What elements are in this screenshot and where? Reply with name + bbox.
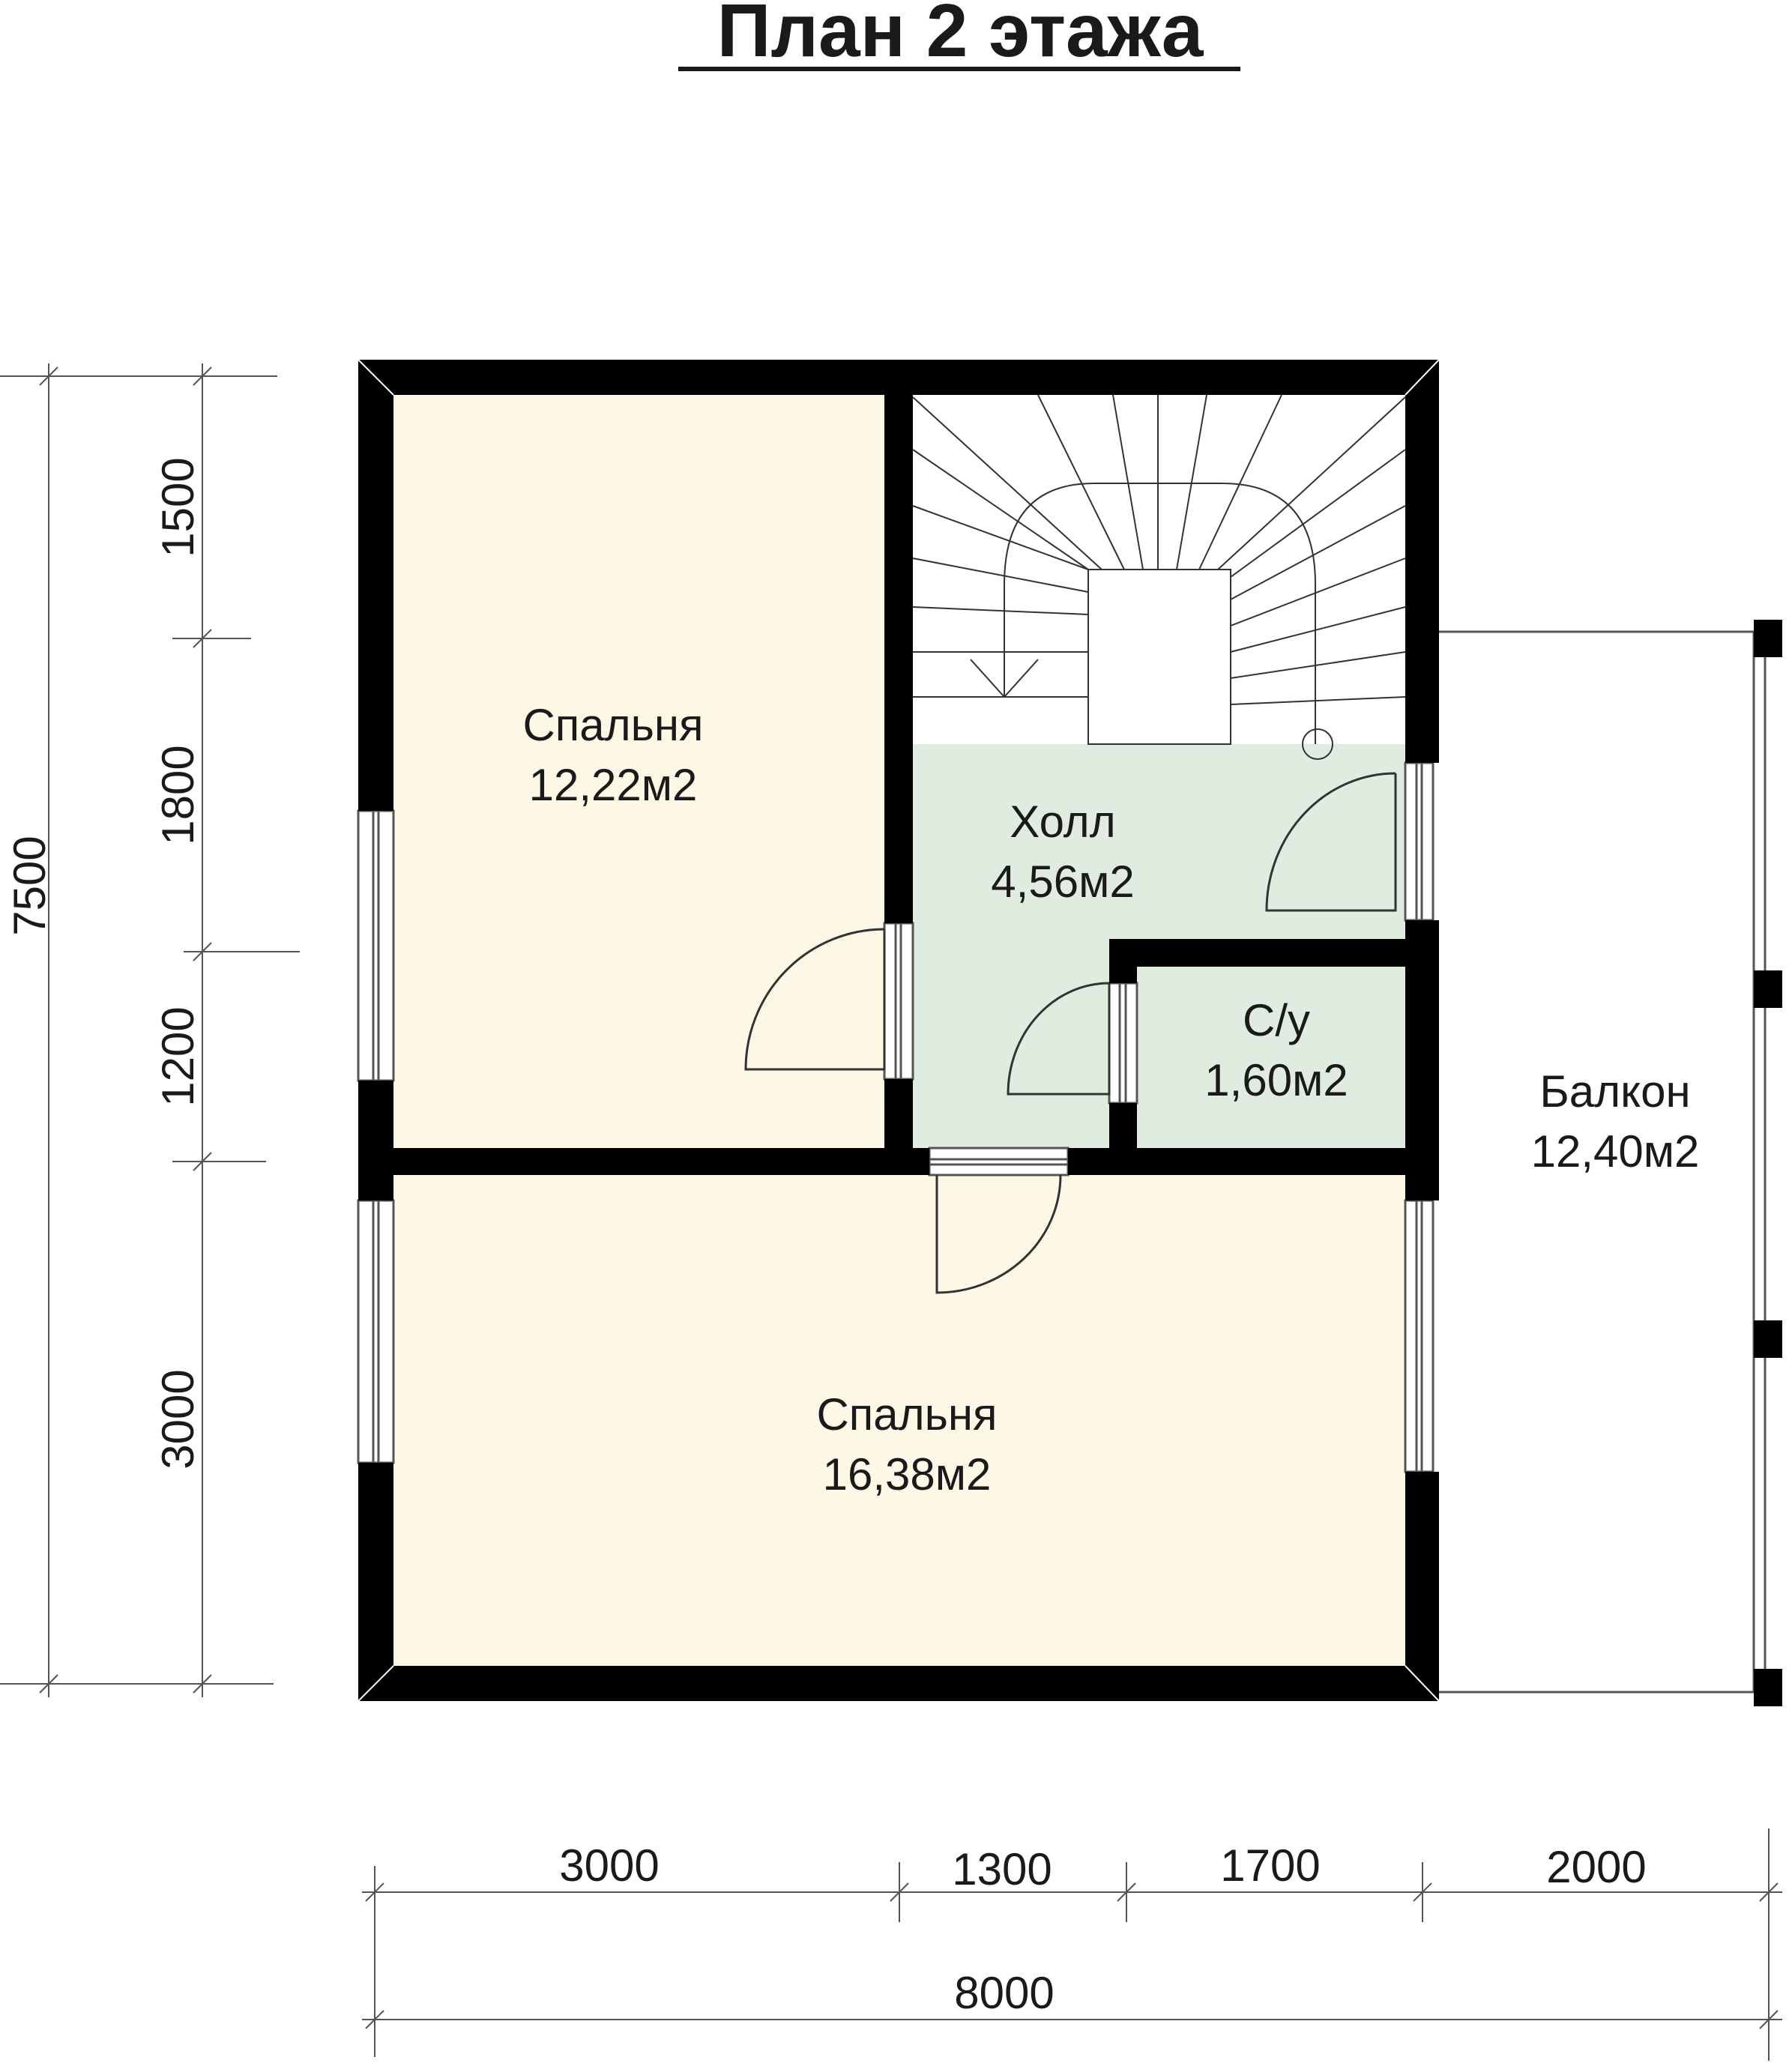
- dim-horizontal-2: 1300: [952, 1844, 1052, 1894]
- vertical-dimension-lines: [0, 363, 300, 1697]
- walls: [358, 360, 1439, 1701]
- room-area-bedroom-1: 12,22м2: [529, 760, 698, 810]
- room-label-bedroom-2: Спальня: [816, 1389, 997, 1440]
- room-label-bedroom-1: Спальня: [522, 700, 703, 750]
- door-hall-balcony: [1265, 772, 1397, 912]
- bedroom-1-fill: [393, 395, 884, 1148]
- dim-vertical-1: 1500: [153, 457, 203, 557]
- door-bathroom: [1007, 982, 1111, 1096]
- dim-vertical-total: 7500: [4, 836, 55, 935]
- door-bedroom-1: [744, 928, 886, 1071]
- room-label-bathroom: С/у: [1243, 995, 1310, 1045]
- hall-fill: [913, 744, 1405, 939]
- dim-vertical-3: 1200: [153, 1006, 203, 1106]
- door-bedroom-2: [935, 1174, 1062, 1294]
- room-area-balcony: 12,40м2: [1531, 1126, 1700, 1177]
- dim-horizontal-3: 1700: [1220, 1840, 1320, 1891]
- door-swings: [744, 772, 1397, 1294]
- room-label-balcony: Балкон: [1539, 1066, 1690, 1117]
- room-label-hall: Холл: [1010, 797, 1115, 847]
- bathroom-fill: [1137, 967, 1405, 1148]
- dim-vertical-2: 1800: [153, 745, 203, 845]
- dim-horizontal-total: 8000: [954, 1968, 1054, 2018]
- room-area-bathroom: 1,60м2: [1204, 1055, 1348, 1105]
- dim-horizontal-4: 2000: [1546, 1842, 1646, 1892]
- room-area-bedroom-2: 16,38м2: [823, 1449, 992, 1499]
- balcony-posts: [1754, 620, 1782, 1706]
- balcony-outline: [1433, 630, 1782, 1694]
- windows: [357, 761, 1434, 1473]
- hall-fill-lower: [913, 939, 1109, 1148]
- bedroom-2-fill: [393, 1175, 1405, 1666]
- dim-horizontal-1: 3000: [559, 1840, 659, 1891]
- horizontal-dimension-lines: [362, 1828, 1782, 2061]
- room-area-hall: 4,56м2: [991, 857, 1134, 907]
- dim-vertical-4: 3000: [153, 1369, 203, 1469]
- wall-corners: [358, 359, 1440, 1702]
- staircase: [912, 394, 1406, 760]
- plan-title: План 2 этажа: [717, 0, 1204, 73]
